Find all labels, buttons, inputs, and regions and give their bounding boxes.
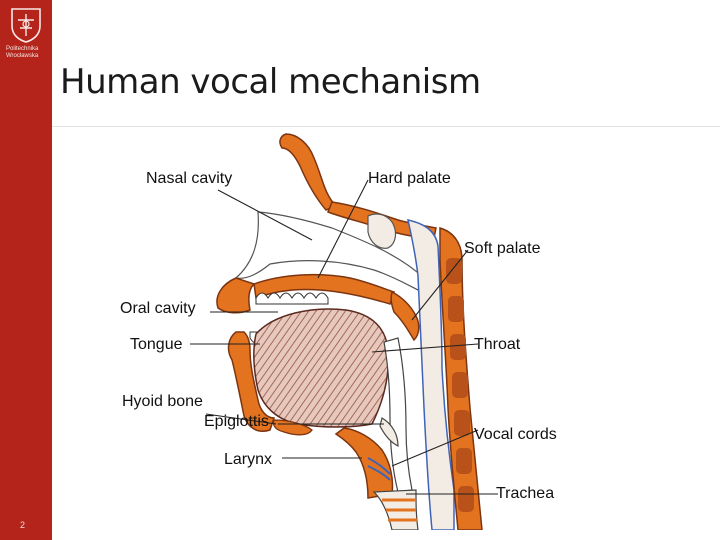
label-oral-cavity: Oral cavity: [120, 300, 196, 318]
label-tongue: Tongue: [130, 336, 183, 354]
label-nasal-cavity: Nasal cavity: [146, 170, 232, 188]
brand-sidebar: Politechnika Wrocławska 2: [0, 0, 52, 540]
larynx-shape: [336, 428, 393, 498]
label-trachea: Trachea: [496, 485, 554, 503]
nasal-bone-shape: [280, 134, 336, 210]
page-number: 2: [20, 520, 25, 530]
logo-line-1: Politechnika: [6, 46, 50, 53]
title-divider: [52, 126, 720, 127]
label-throat: Throat: [474, 336, 520, 354]
label-larynx: Larynx: [224, 451, 272, 469]
label-hyoid-bone: Hyoid bone: [122, 393, 203, 411]
label-soft-palate: Soft palate: [464, 240, 541, 258]
label-vocal-cords: Vocal cords: [474, 426, 557, 444]
label-hard-palate: Hard palate: [368, 170, 451, 188]
logo-wordmark: Politechnika Wrocławska: [6, 46, 50, 60]
slide-title: Human vocal mechanism: [60, 62, 481, 102]
vocal-tract-illustration: [136, 128, 584, 530]
tongue-shape: [254, 309, 388, 427]
cervical-spine: [408, 220, 482, 530]
logo-line-2: Wrocławska: [6, 53, 50, 60]
upper-lip-shape: [217, 278, 254, 313]
shield-icon: [6, 6, 46, 44]
label-epiglottis: Epiglottis: [204, 413, 269, 431]
